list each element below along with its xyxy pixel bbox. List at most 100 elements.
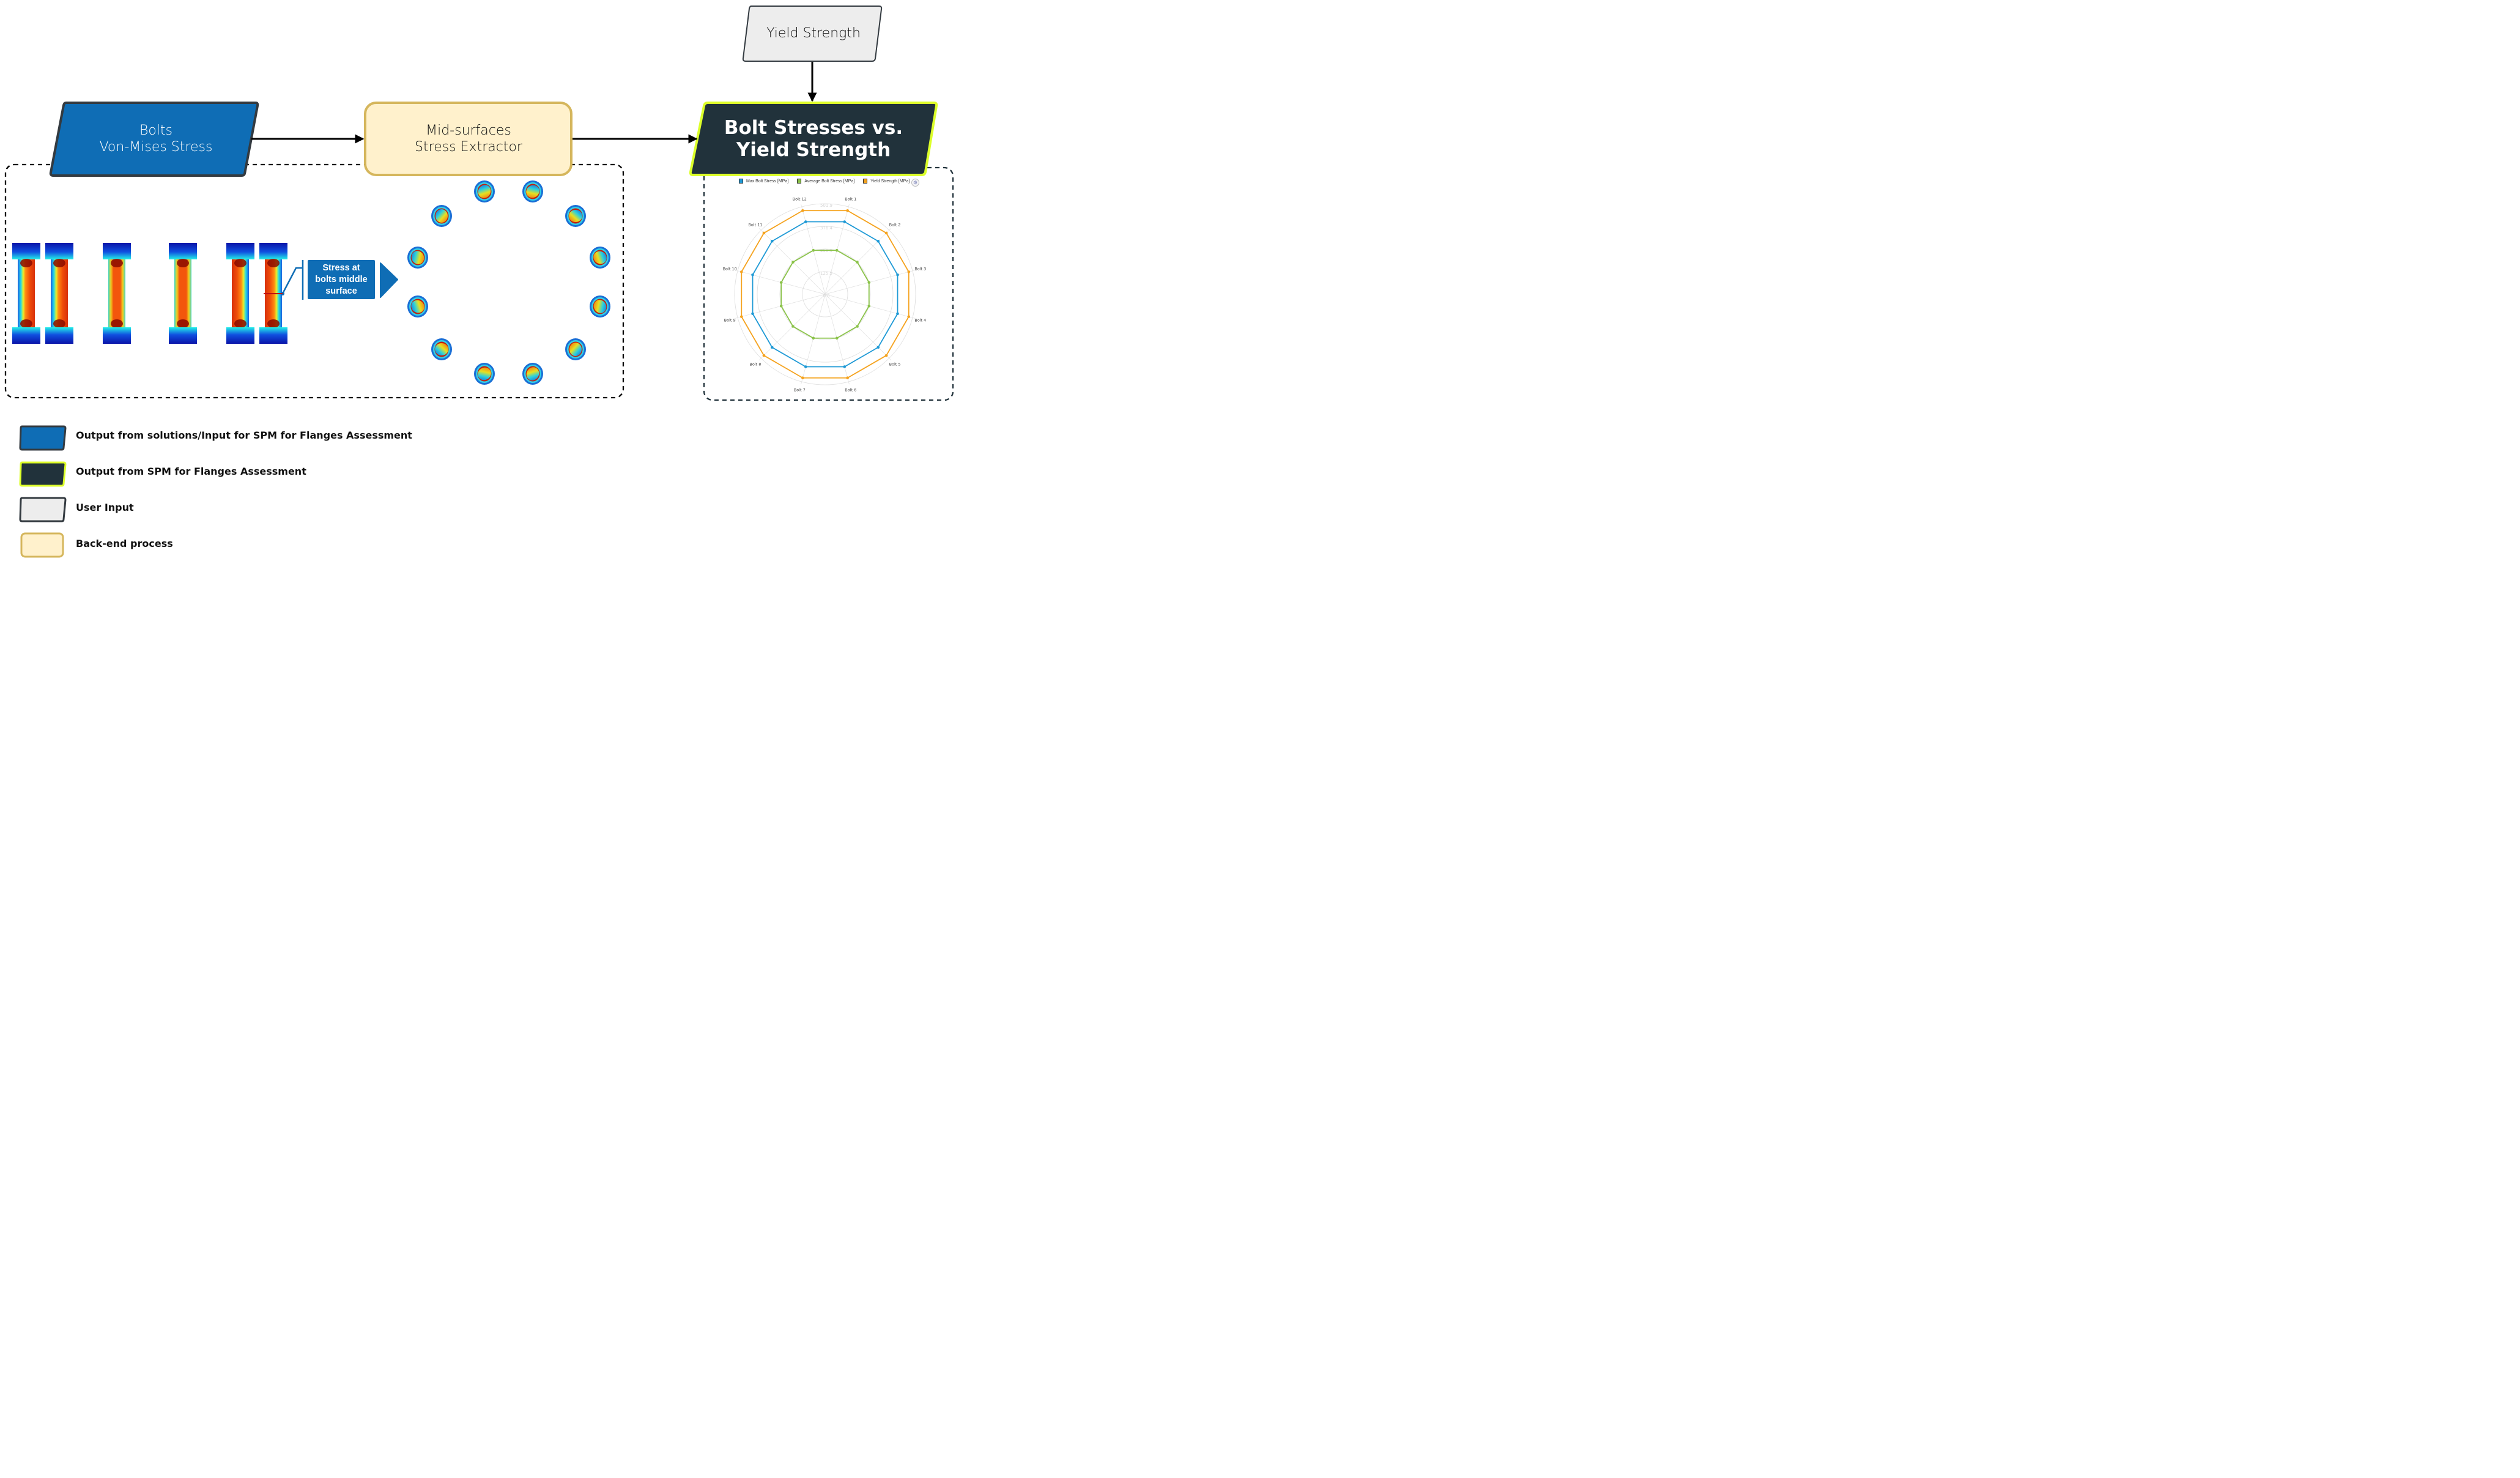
section-face bbox=[411, 300, 424, 313]
radar-data-point bbox=[884, 231, 888, 235]
radar-data-point bbox=[739, 270, 743, 273]
bolt-cross-section bbox=[590, 295, 610, 318]
extractor-label: Mid-surfaces Stress Extractor bbox=[366, 104, 571, 174]
extractor-node[interactable] bbox=[364, 102, 573, 176]
bolt-head-bottom bbox=[259, 327, 287, 344]
radar-data-point bbox=[856, 261, 859, 264]
radar-grid-ring bbox=[779, 248, 871, 340]
section-face bbox=[435, 343, 448, 356]
legend-label-backend: Back-end process bbox=[76, 538, 173, 549]
bolt-head-bottom bbox=[45, 327, 73, 344]
radar-data-point bbox=[843, 220, 847, 223]
yield-input-node[interactable] bbox=[742, 6, 883, 62]
legend-swatches bbox=[19, 425, 67, 558]
legend-label-spm-output: Output from SPM for Flanges Assessment bbox=[76, 466, 306, 477]
bolt-shank bbox=[51, 259, 68, 327]
chart-legend-item-yield[interactable]: Yield Strength [MPa] bbox=[863, 179, 910, 184]
radar-data-point bbox=[812, 336, 815, 340]
radar-data-point bbox=[896, 312, 899, 316]
chart-legend-item-average[interactable]: Average Bolt Stress [MPa] bbox=[797, 179, 854, 184]
section-face bbox=[569, 343, 582, 356]
radar-data-point bbox=[770, 239, 774, 243]
section-face bbox=[526, 185, 539, 198]
bolt-cross-sections bbox=[407, 180, 610, 385]
bolt-hotspot-top bbox=[234, 259, 246, 267]
legend-label-solution-output: Output from solutions/Input for SPM for … bbox=[76, 429, 412, 441]
radar-data-point bbox=[770, 346, 774, 349]
bolt-side-view bbox=[169, 243, 197, 344]
legend-swatch-spm-output bbox=[19, 461, 67, 487]
bolt-hotspot-top bbox=[111, 259, 123, 267]
yield-input-label: Yield Strength bbox=[746, 6, 881, 60]
bolt-cross-section bbox=[590, 247, 610, 269]
radar-data-point bbox=[779, 304, 783, 308]
bolt-head-top bbox=[259, 243, 287, 259]
bolt-cross-section bbox=[431, 338, 452, 360]
bolt-head-top bbox=[169, 243, 197, 259]
bolt-cross-section bbox=[407, 295, 428, 318]
bolt-cross-section bbox=[522, 363, 543, 385]
radar-data-point bbox=[907, 315, 911, 318]
bolt-hotspot-top bbox=[53, 259, 65, 267]
bolt-hotspot-top bbox=[177, 259, 189, 267]
bolt-cross-section bbox=[474, 180, 495, 202]
radar-data-point bbox=[739, 315, 743, 318]
chart-settings-gear-icon[interactable]: ⚙ bbox=[911, 179, 919, 187]
callout-line-1: Stress at bbox=[322, 262, 360, 273]
bolt-hotspot-bottom bbox=[177, 319, 189, 328]
radar-data-point bbox=[846, 209, 849, 212]
chart-legend-item-max[interactable]: Max Bolt Stress [MPa] bbox=[739, 179, 788, 184]
radar-tick-label: 501.9 bbox=[820, 203, 832, 208]
radar-data-point bbox=[846, 376, 849, 380]
radar-grid-ring bbox=[802, 271, 848, 318]
legend-swatch-backend bbox=[20, 532, 64, 558]
bolt-hotspot-bottom bbox=[20, 319, 32, 328]
legend-swatch-max bbox=[739, 179, 743, 184]
extractor-line-1: Mid-surfaces bbox=[426, 123, 511, 138]
section-face bbox=[478, 185, 491, 198]
section-face bbox=[526, 367, 539, 381]
radar-category-label: Bolt 3 bbox=[914, 267, 926, 272]
radar-category-label: Bolt 12 bbox=[793, 197, 807, 202]
bolt-head-bottom bbox=[12, 327, 40, 344]
output-line-1: Bolt Stresses vs. bbox=[724, 117, 903, 139]
legend-label-max: Max Bolt Stress [MPa] bbox=[746, 179, 789, 184]
radar-data-point bbox=[804, 220, 807, 223]
section-face bbox=[478, 367, 491, 381]
bolt-side-view bbox=[226, 243, 254, 344]
legend-swatch-yield bbox=[863, 179, 868, 184]
output-node[interactable] bbox=[689, 102, 938, 176]
bolt-cross-section bbox=[407, 247, 428, 269]
section-face bbox=[569, 210, 582, 222]
bolt-side-view bbox=[45, 243, 73, 344]
bolt-head-top bbox=[45, 243, 73, 259]
radar-category-label: Bolt 5 bbox=[889, 362, 901, 367]
radar-grid-ring bbox=[757, 226, 894, 363]
legend-swatch-user-input bbox=[19, 497, 67, 522]
output-line-2: Yield Strength bbox=[736, 139, 891, 161]
radar-tick-label: 0.0 bbox=[823, 294, 829, 299]
radar-category-label: Bolt 1 bbox=[845, 197, 856, 202]
radar-data-point bbox=[835, 248, 839, 252]
bolt-hotspot-top bbox=[267, 259, 280, 267]
radar-data-point bbox=[867, 281, 871, 284]
radar-data-point bbox=[804, 365, 807, 368]
callout-line-3: surface bbox=[325, 286, 357, 296]
output-label: Bolt Stresses vs. Yield Strength bbox=[697, 104, 930, 174]
yield-input-line-1: Yield Strength bbox=[766, 25, 861, 41]
radar-data-point bbox=[751, 312, 754, 316]
bolts-input-label: Bolts Von-Mises Stress bbox=[58, 104, 254, 174]
radar-data-point bbox=[801, 209, 804, 212]
bolt-head-top bbox=[103, 243, 131, 259]
bolt-hotspot-bottom bbox=[267, 319, 280, 328]
radar-data-point bbox=[751, 273, 754, 277]
radar-category-label: Bolt 4 bbox=[914, 318, 926, 322]
section-face bbox=[593, 300, 607, 313]
bolt-cross-section bbox=[522, 180, 543, 202]
bolt-shank bbox=[232, 259, 249, 327]
radar-grid-ring bbox=[734, 203, 916, 385]
legend-label-average: Average Bolt Stress [MPa] bbox=[804, 179, 855, 184]
bolts-input-node[interactable] bbox=[49, 102, 259, 177]
radar-data-point bbox=[876, 239, 880, 243]
